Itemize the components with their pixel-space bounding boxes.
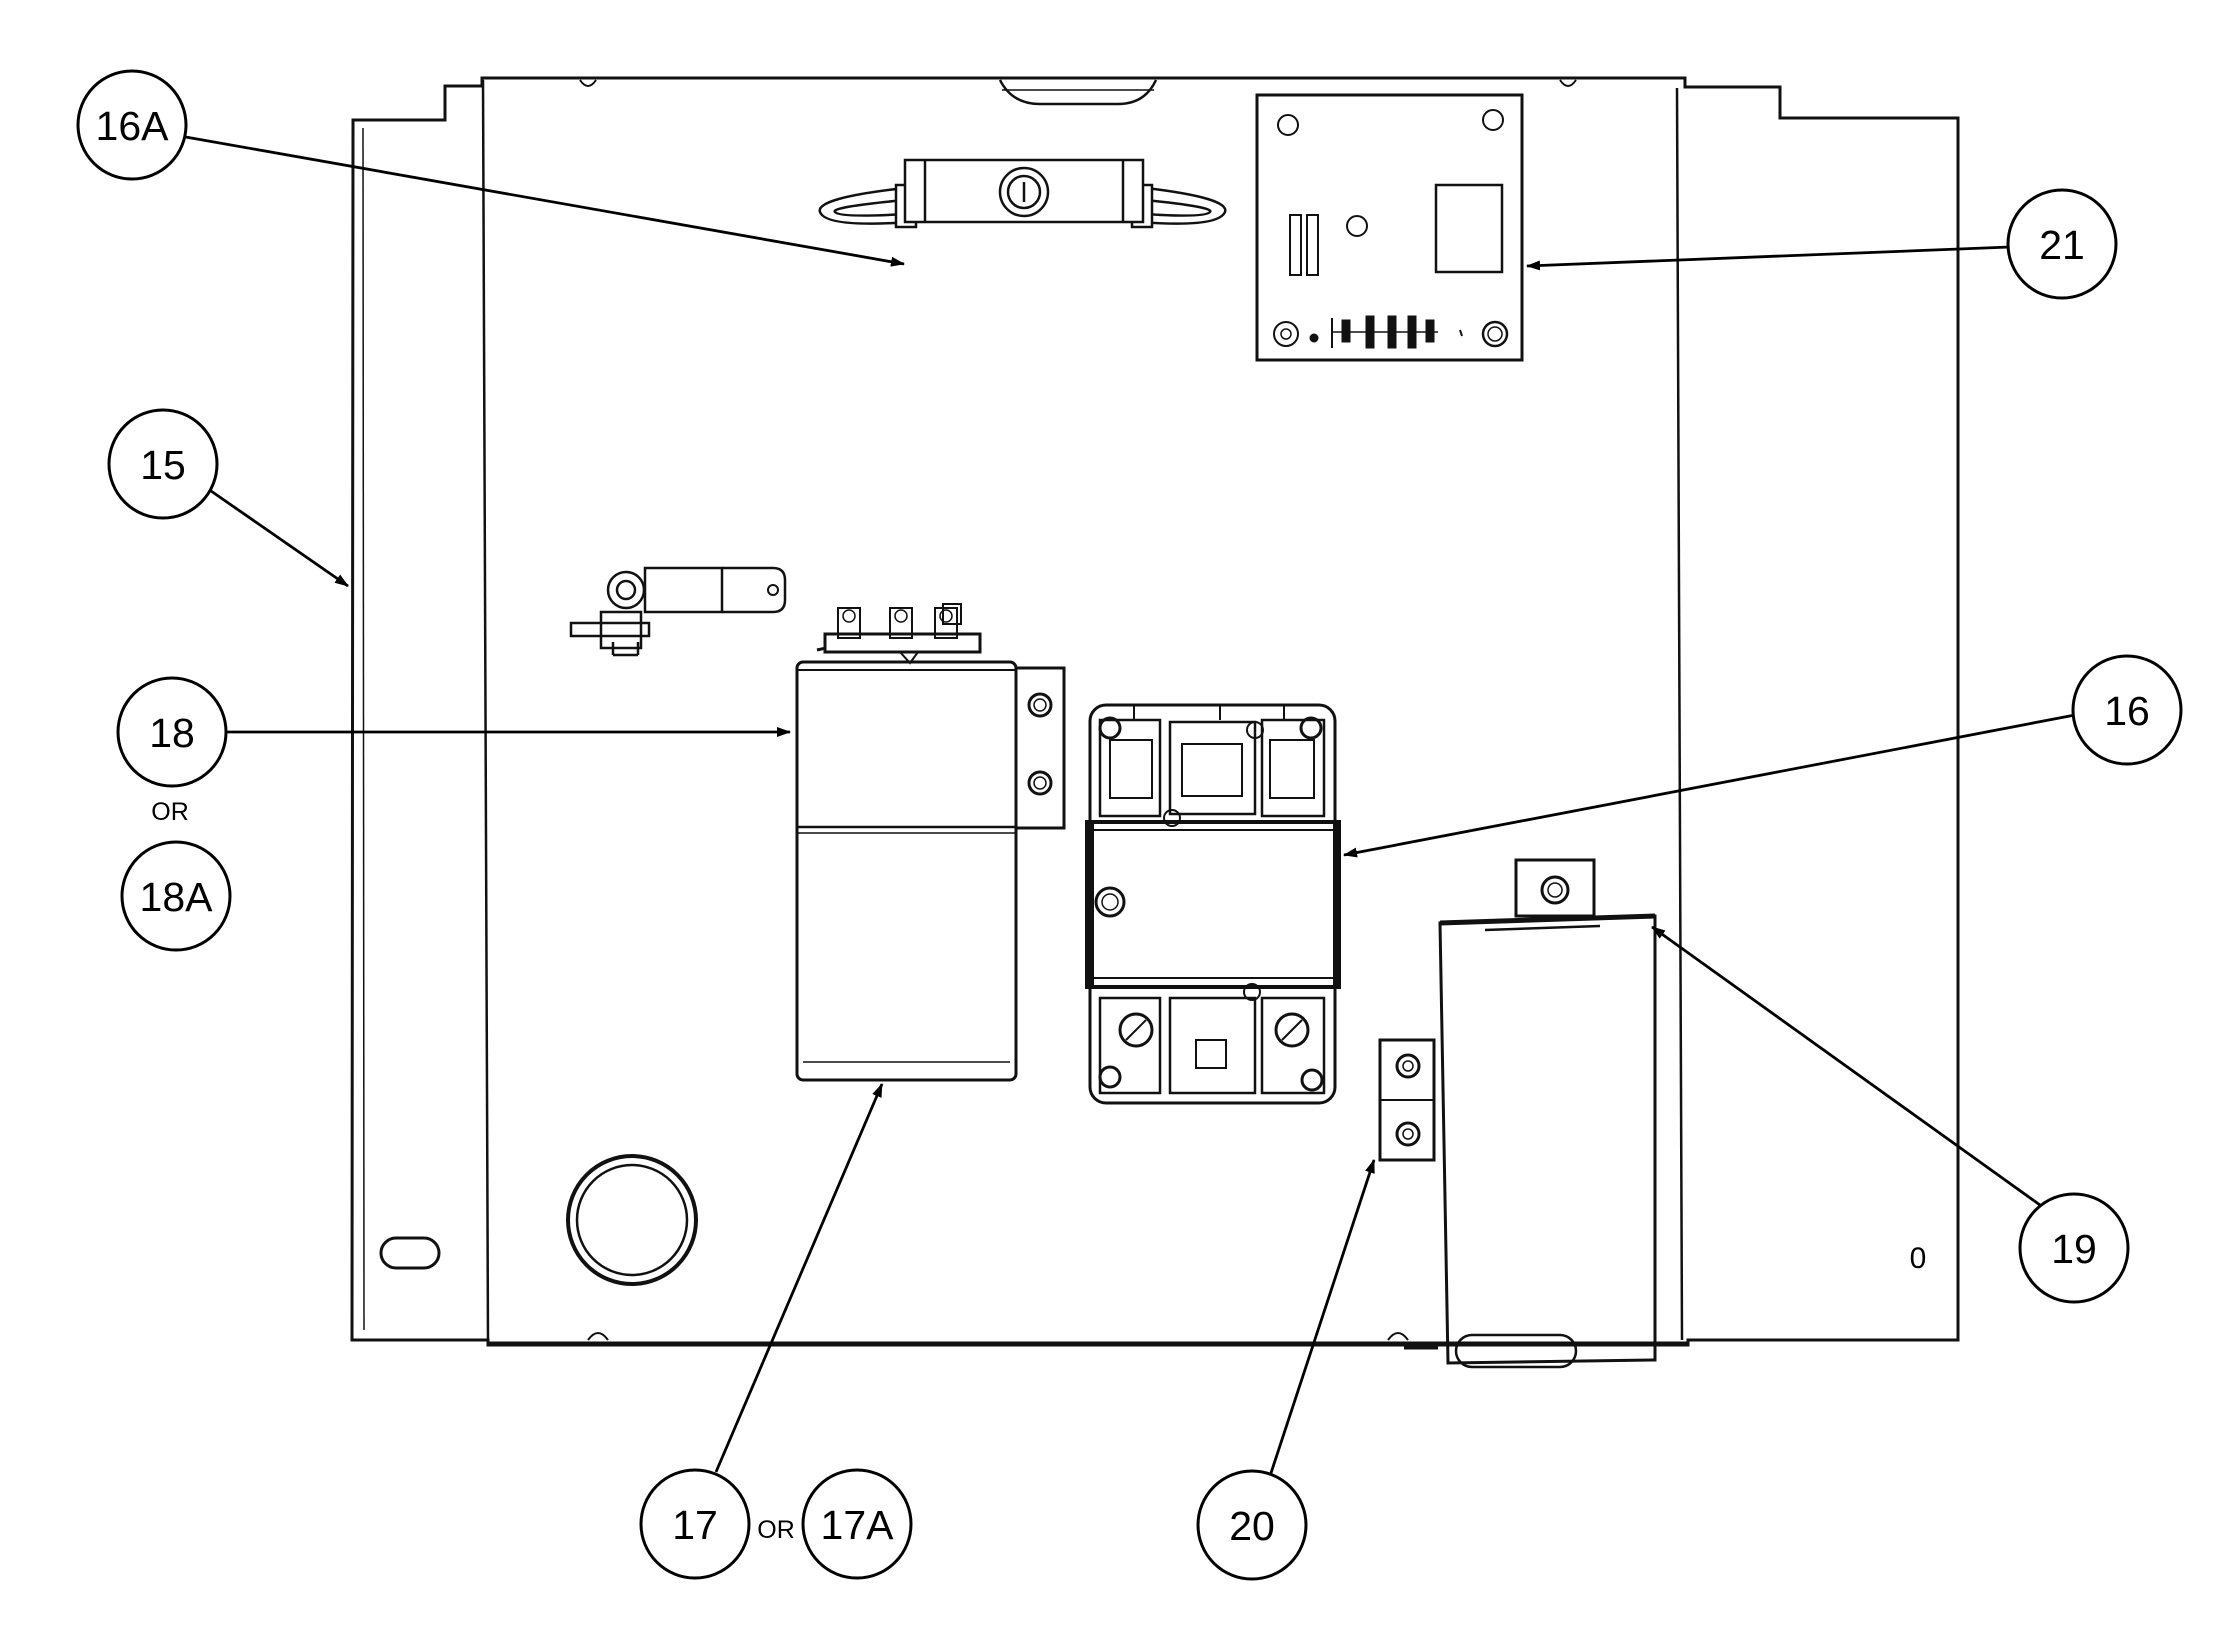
component-17-capacitor bbox=[795, 603, 1066, 1082]
callout-21: 21 bbox=[2006, 188, 2118, 300]
callout-18a: 18A bbox=[120, 840, 232, 952]
component-21-board bbox=[1255, 93, 1524, 362]
or-label-17: OR bbox=[757, 1516, 795, 1544]
leader-16a bbox=[179, 134, 905, 267]
leader-17 bbox=[714, 1083, 884, 1473]
callout-16: 16 bbox=[2071, 654, 2183, 766]
component-19-box bbox=[1404, 858, 1657, 1369]
svg-text:16A: 16A bbox=[96, 103, 170, 149]
panel-mark: 0 bbox=[1910, 1242, 1927, 1275]
svg-text:16: 16 bbox=[2104, 688, 2150, 734]
svg-text:18A: 18A bbox=[140, 874, 214, 920]
enclosure-panel bbox=[350, 76, 1960, 1347]
callout-18: 18 bbox=[116, 676, 228, 788]
svg-text:19: 19 bbox=[2051, 1226, 2097, 1272]
component-20-bracket bbox=[1378, 1038, 1436, 1162]
svg-text:21: 21 bbox=[2039, 222, 2085, 268]
svg-text:15: 15 bbox=[140, 442, 186, 488]
leader-21 bbox=[1526, 245, 2011, 271]
or-label-18: OR bbox=[151, 798, 189, 826]
leader-16 bbox=[1343, 713, 2076, 858]
component-16a bbox=[818, 158, 1227, 229]
leader-lines bbox=[179, 134, 2076, 1477]
component-16-contactor bbox=[1085, 703, 1341, 1105]
leader-15 bbox=[210, 489, 349, 588]
svg-text:17A: 17A bbox=[821, 1502, 895, 1548]
svg-text:20: 20 bbox=[1229, 1503, 1275, 1549]
leader-19 bbox=[1651, 925, 2041, 1207]
callout-20: 20 bbox=[1196, 1469, 1308, 1581]
callout-19: 19 bbox=[2018, 1192, 2130, 1304]
svg-text:17: 17 bbox=[672, 1502, 718, 1548]
svg-text:18: 18 bbox=[149, 710, 195, 756]
callout-15: 15 bbox=[107, 408, 219, 520]
leader-20 bbox=[1268, 1159, 1376, 1477]
callout-17: 17 bbox=[639, 1468, 751, 1580]
callout-17a: 17A bbox=[801, 1468, 913, 1580]
callout-16a: 16A bbox=[76, 69, 188, 181]
wire-clip bbox=[569, 566, 787, 657]
